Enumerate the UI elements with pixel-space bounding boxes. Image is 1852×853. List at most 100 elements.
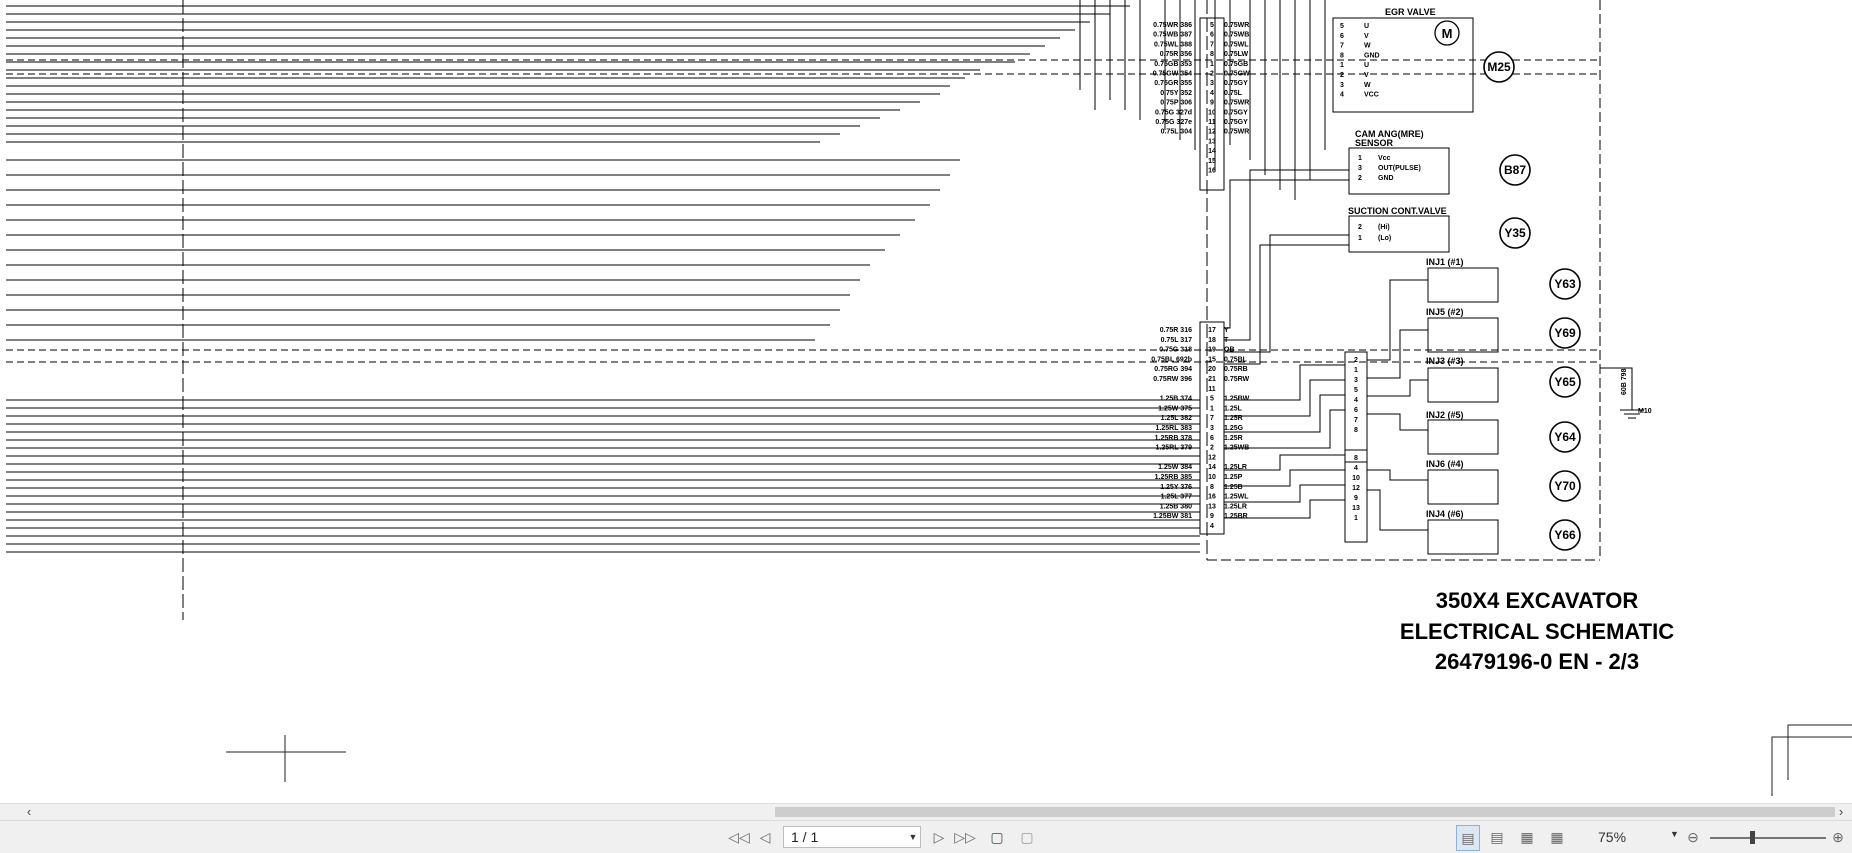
wire-label: 0.75GY (1224, 119, 1248, 126)
previous-page-icon[interactable]: ◁ (759, 828, 771, 845)
wire-label: 0.75GY (1224, 109, 1248, 116)
wire-label: 0.75LW (1224, 51, 1249, 58)
wire-label: 0.75WR (1224, 100, 1249, 107)
pin-number: 15 (1208, 356, 1216, 363)
wire-label: 1.25LR (1224, 503, 1247, 510)
injector-label-3: INJ3 (#3) (1426, 356, 1464, 366)
badge-y66: Y66 (1554, 528, 1576, 542)
wire-label: 0.75G 318 (1159, 347, 1192, 354)
wire-label: 0.75WL (1224, 41, 1249, 48)
pin-number: 1 (1354, 515, 1358, 522)
wire-label: 0.75RW 396 (1153, 376, 1192, 383)
pin-number: 10 (1208, 109, 1216, 116)
wire-label: 1.25BW (1224, 396, 1250, 403)
pin-number: 7 (1210, 415, 1214, 422)
next-page-icon[interactable]: ▷ (933, 828, 945, 845)
wire-label: 0.75WR 386 (1153, 22, 1192, 29)
pin-number: 7 (1354, 417, 1358, 424)
pin-number: 1 (1210, 61, 1214, 68)
badge-m25: M25 (1487, 60, 1511, 74)
wire-label: 0.75WR (1224, 22, 1249, 29)
pin-number: 2 (1354, 357, 1358, 364)
badge-y63: Y63 (1554, 277, 1576, 291)
zoom-dropdown-icon[interactable]: ▼ (1670, 829, 1679, 839)
drawing-title-line-2: ELECTRICAL SCHEMATIC (1400, 619, 1674, 644)
pin-number: 14 (1208, 464, 1216, 471)
wire-label: 0.75GW (1224, 71, 1250, 78)
wire-label: 0.75GB (1224, 61, 1248, 68)
zoom-out-icon[interactable]: ⊖ (1687, 828, 1699, 845)
pin-number: 2 (1210, 445, 1214, 452)
drawing-title-line-1: 350X4 EXCAVATOR (1436, 588, 1639, 613)
pin-number: 1 (1340, 62, 1344, 69)
wire-label: 0.75BL 692b (1151, 356, 1192, 363)
wire-label: 1.25WL (1224, 494, 1249, 501)
zoom-in-icon[interactable]: ⊕ (1832, 828, 1844, 845)
signal-label: U (1364, 23, 1369, 30)
pin-number: 18 (1208, 337, 1216, 344)
pin-number: 5 (1210, 22, 1214, 29)
pin-number: 8 (1340, 52, 1344, 59)
pin-number: 1 (1358, 155, 1362, 162)
continuous-facing-view-icon[interactable]: ▦ (1550, 828, 1564, 845)
pin-number: 11 (1208, 386, 1216, 393)
scrollbar-thumb[interactable] (775, 807, 1835, 817)
pin-number: 6 (1210, 435, 1214, 442)
pin-number: 1 (1354, 367, 1358, 374)
badge-y64: Y64 (1554, 430, 1576, 444)
document-canvas[interactable]: M M25 B87 Y35 Y63 Y69 Y65 Y64 Y70 Y66 EG… (0, 0, 1852, 796)
badge-y69: Y69 (1554, 326, 1576, 340)
wire-label: 0.75BL (1224, 356, 1248, 363)
wire-label: 1.25L 382 (1161, 415, 1193, 422)
injector-label-1: INJ1 (#1) (1426, 257, 1464, 267)
pin-number: 15 (1208, 158, 1216, 165)
pin-number: 1 (1210, 405, 1214, 412)
motor-symbol (1434, 20, 1460, 46)
wire-label: 1.25RL 383 (1156, 425, 1193, 432)
single-page-view-icon[interactable]: ▤ (1456, 825, 1480, 851)
wire-label: 0.75GW 354 (1153, 71, 1192, 78)
pin-number: 12 (1352, 485, 1360, 492)
pin-number: 13 (1208, 503, 1216, 510)
scroll-right-icon[interactable]: › (1838, 804, 1844, 819)
signal-label: GND (1364, 52, 1380, 59)
drawing-title-line-3: 26479196-0 EN - 2/3 (1435, 649, 1639, 674)
pin-number: 5 (1354, 387, 1358, 394)
wire-label: 0.75WB 387 (1153, 32, 1192, 39)
pin-number: 16 (1208, 168, 1216, 175)
wire-label: 1.25P (1224, 474, 1243, 481)
next-view-icon[interactable]: ▢ (1020, 828, 1034, 845)
last-page-icon[interactable]: ▷▷ (954, 828, 976, 845)
injector-label-6: INJ4 (#6) (1426, 509, 1464, 519)
pin-number: 12 (1208, 129, 1216, 136)
scroll-left-icon[interactable]: ‹ (26, 804, 32, 819)
first-page-icon[interactable]: ◁◁ (728, 828, 750, 845)
zoom-slider-thumb[interactable] (1750, 831, 1755, 844)
wire-label: 1.25L 377 (1161, 494, 1193, 501)
pin-number: 4 (1340, 92, 1344, 99)
continuous-view-icon[interactable]: ▤ (1490, 828, 1504, 845)
pin-number: 2 (1358, 175, 1362, 182)
wire-label: 1.25B 374 (1160, 396, 1192, 403)
wire-label: 1.25BW 381 (1153, 513, 1192, 520)
wire-label: 1.25R (1224, 435, 1243, 442)
zoom-slider[interactable] (1710, 837, 1826, 839)
horizontal-scrollbar[interactable]: ‹ › (0, 803, 1852, 820)
pin-number: 4 (1210, 523, 1214, 530)
wire-label: 0.75WL 388 (1154, 41, 1192, 48)
zoom-value[interactable]: 75% (1598, 829, 1627, 845)
suction-valve-label: SUCTION CONT.VALVE (1348, 206, 1447, 216)
wire-label: 1.25LR (1224, 464, 1247, 471)
wire-label: T (1224, 337, 1229, 344)
page-number-field[interactable]: 1 / 1 ▼ (783, 826, 921, 848)
wire-label: 1.25Y 376 (1160, 484, 1192, 491)
pin-number: 10 (1352, 475, 1360, 482)
wire-label: 1.25G (1224, 425, 1244, 432)
facing-view-icon[interactable]: ▦ (1520, 828, 1534, 845)
chevron-down-icon[interactable]: ▼ (908, 832, 918, 842)
pin-number: 3 (1340, 82, 1344, 89)
previous-view-icon[interactable]: ▢ (990, 828, 1004, 845)
pin-number: 13 (1208, 138, 1216, 145)
cam-sensor-label-1: CAM ANG(MRE) (1355, 129, 1424, 139)
injector-label-4: INJ2 (#5) (1426, 410, 1464, 420)
